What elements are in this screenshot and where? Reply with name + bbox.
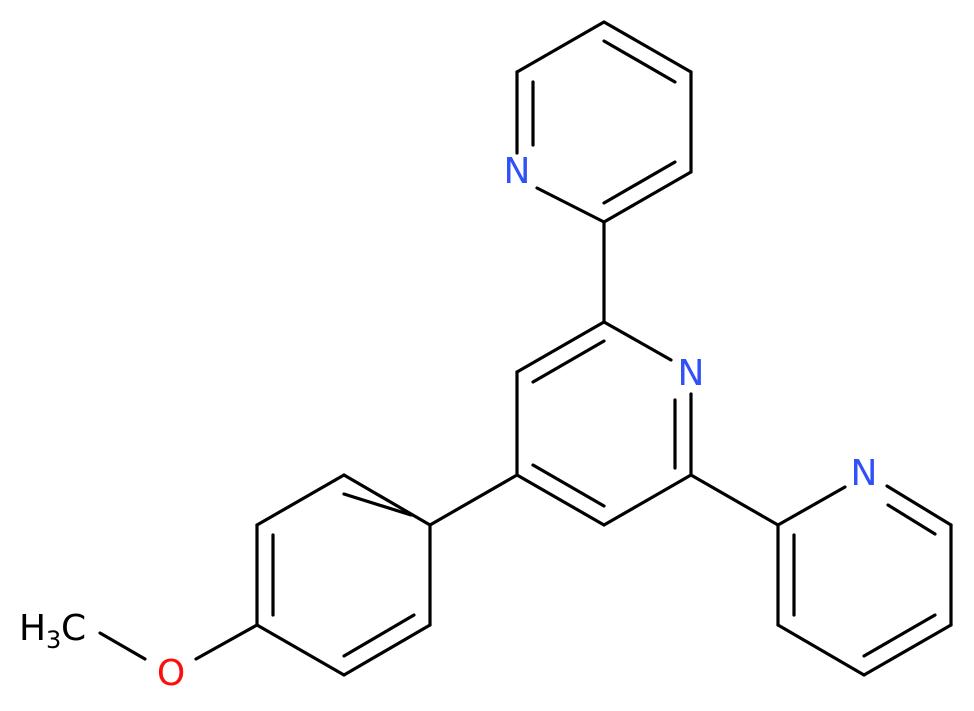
bond [689, 473, 780, 527]
bond [776, 485, 847, 527]
bond [602, 170, 693, 224]
bond [342, 473, 432, 527]
bond [862, 613, 937, 658]
bond [885, 484, 953, 527]
bond [531, 339, 606, 384]
bond [194, 623, 259, 661]
bond [515, 320, 606, 374]
bond [862, 623, 953, 677]
bond [531, 463, 606, 508]
oxygen-atom: O [157, 653, 185, 694]
bond [342, 613, 416, 658]
bond [255, 473, 346, 527]
bond [515, 473, 606, 527]
methyl-subscript: 3 [46, 626, 61, 654]
bond [886, 503, 937, 536]
bond [98, 631, 147, 661]
bond [776, 623, 866, 677]
methyl-carbon: C [61, 608, 86, 649]
top-pyridyl-ring [515, 20, 693, 324]
methoxyphenyl-ring [255, 473, 519, 677]
bond [602, 39, 677, 84]
bond [255, 623, 346, 677]
bond [602, 20, 693, 74]
nitrogen-atom-top: N [504, 151, 531, 192]
methoxy-group [98, 623, 259, 661]
bond [602, 473, 693, 527]
nitrogen-atom-center: N [678, 353, 705, 394]
bond [342, 623, 432, 677]
right-pyridyl-ring [689, 473, 953, 677]
bond [342, 492, 413, 517]
nitrogen-atom-right: N [851, 453, 878, 494]
bond [535, 186, 606, 224]
bond [602, 320, 673, 362]
bond [602, 160, 677, 205]
central-pyridine-ring [515, 320, 693, 527]
methyl-label: H 3 C [19, 608, 86, 654]
bond [428, 473, 519, 527]
bond [515, 20, 606, 74]
methyl-hydrogen: H [19, 608, 46, 649]
